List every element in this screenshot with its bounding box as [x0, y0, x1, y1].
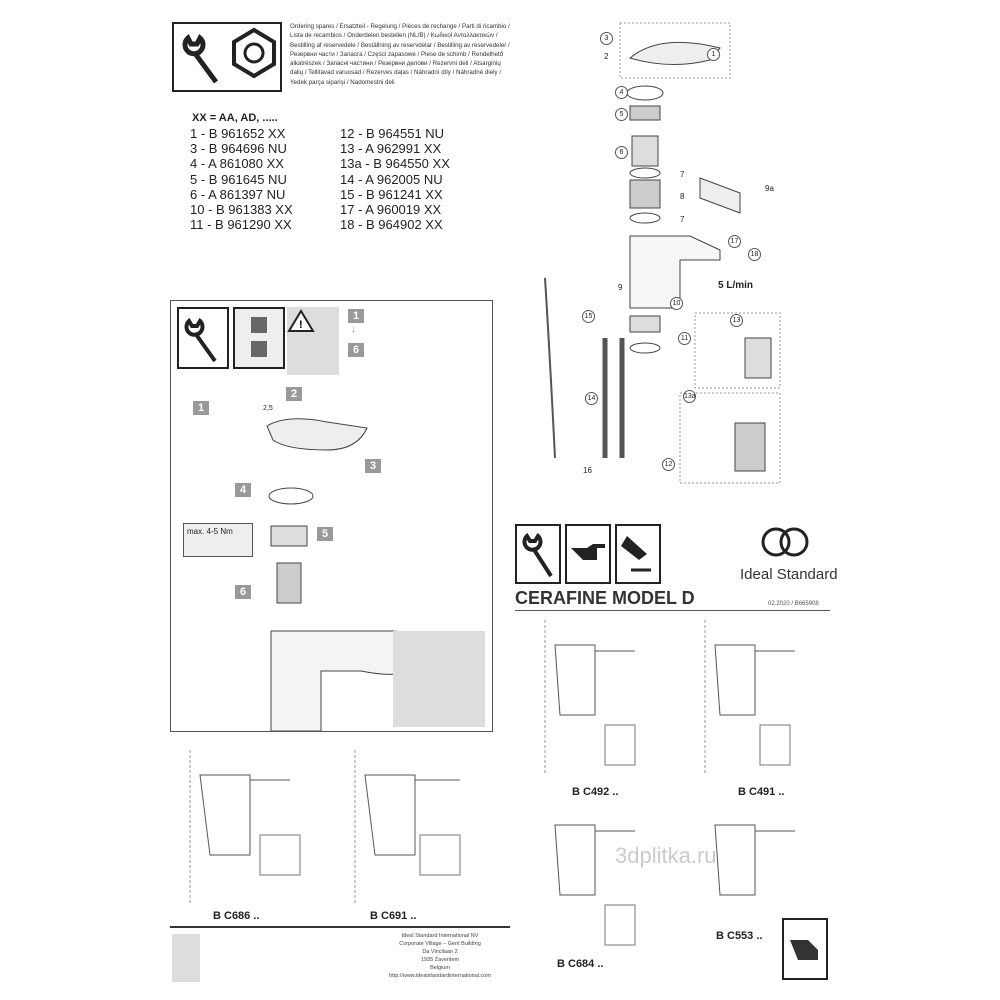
parts-list-right: 12 - B 964551 NU 13 - A 962991 XX 13a - … — [340, 126, 450, 232]
cartridge-icon-box — [233, 307, 285, 369]
step-2: 2 — [286, 387, 302, 401]
wrench-icon — [184, 317, 217, 363]
callout-15: 15 — [582, 310, 595, 323]
callout-13: 13 — [730, 314, 743, 327]
brand-name: Ideal Standard — [740, 566, 838, 583]
callout-8: 8 — [680, 192, 685, 201]
address-line: 1935 Zaventem — [420, 957, 460, 963]
parts-list-left: 1 - B 961652 XX 3 - B 964696 NU 4 - A 86… — [190, 126, 293, 232]
callout-17: 17 — [728, 235, 741, 248]
watermark: 3dplitka.ru — [615, 843, 717, 868]
model-label-c686: B C686 .. — [213, 910, 260, 922]
part-item: 10 - B 961383 XX — [190, 202, 293, 218]
cartridge-icon — [251, 317, 267, 357]
address-block: Ideal Standard International NV Corporat… — [370, 932, 510, 980]
callout-7b: 7 — [680, 215, 685, 224]
wrench-icon — [522, 532, 553, 578]
wrench-icon-box — [177, 307, 229, 369]
part-item: 14 - A 962005 NU — [340, 171, 443, 187]
callout-18: 18 — [748, 248, 761, 261]
recycle-logo — [172, 934, 200, 982]
model-label-c691: B C691 .. — [370, 910, 417, 922]
address-line: Da Vincilaan 2 — [422, 949, 458, 955]
document-code: 02.2020 / B665908 — [768, 601, 819, 607]
part-item: 4 - A 861080 XX — [190, 156, 284, 172]
callout-2: 2 — [604, 52, 609, 61]
no-cleaning-icon-box — [782, 918, 828, 980]
svg-text:!: ! — [299, 319, 303, 331]
part-item: 12 - B 964551 NU — [340, 126, 445, 141]
callout-12: 12 — [662, 458, 675, 471]
callout-9a: 9a — [765, 184, 774, 193]
callout-11: 11 — [678, 332, 691, 345]
part-item: 13a - B 964550 XX — [340, 156, 450, 172]
product-title: CERAFINE MODEL D — [515, 588, 695, 608]
torque-warning: max. 4-5 Nm — [183, 523, 253, 557]
sequence-end: 6 — [348, 343, 364, 357]
dimension-drawings-left — [189, 750, 461, 905]
part-item: 13 - A 962991 XX — [340, 141, 442, 157]
hand-pointing-icon — [571, 544, 605, 560]
part-item: 18 - B 964902 XX — [340, 217, 443, 233]
wrench-icon — [182, 33, 219, 84]
wrench-icon-box — [515, 524, 561, 584]
callout-14: 14 — [585, 392, 598, 405]
model-label-c684: B C684 .. — [557, 958, 604, 970]
disassembly-panel: ! 1 ↓ 6 1 2 2,5 3 4 max. 4-5 Nm 5 6 — [170, 300, 493, 732]
callout-4: 4 — [615, 86, 628, 99]
torque-label: max. 4-5 Nm — [187, 527, 233, 536]
callout-6: 6 — [615, 146, 628, 159]
part-item: 11 - B 961290 XX — [190, 217, 292, 233]
nut-icon — [232, 27, 276, 79]
model-label-c553: B C553 .. — [716, 930, 763, 942]
part-item: 5 - B 961645 NU — [190, 171, 287, 187]
arrow-down-icon: ↓ — [351, 324, 356, 335]
address-line: Corporate Village – Gent Building — [399, 941, 481, 947]
callout-16: 16 — [583, 466, 592, 475]
part-item: 17 - A 960019 XX — [340, 202, 442, 218]
address-line: Ideal Standard International NV — [401, 933, 479, 939]
part-item: 3 - B 964696 NU — [190, 141, 287, 157]
faucet-disassembly-drawing — [266, 418, 485, 731]
callout-10: 10 — [670, 297, 683, 310]
divider — [515, 610, 830, 611]
cleaning-icon-box — [615, 524, 661, 584]
part-item: 15 - B 961241 XX — [340, 186, 443, 202]
model-label-c492: B C492 .. — [572, 786, 619, 798]
hand-point-icon-box — [565, 524, 611, 584]
parts-note: XX = AA, AD, ..... — [192, 112, 278, 124]
step-4: 4 — [235, 483, 251, 497]
callout-3: 3 — [600, 32, 613, 45]
callout-7a: 7 — [680, 170, 685, 179]
footer: Ideal Standard International NV Corporat… — [170, 926, 510, 986]
tools-icon-box — [172, 22, 282, 92]
callout-5: 5 — [615, 108, 628, 121]
step-5: 5 — [317, 527, 333, 541]
dimension-label: 2,5 — [263, 405, 273, 412]
sequence-start: 1 — [348, 309, 364, 323]
hand-cleaning-icon — [790, 940, 818, 960]
step-1: 1 — [193, 401, 209, 415]
website-link[interactable]: http://www.idealstandardinternational.co… — [389, 973, 491, 979]
part-item: 6 - A 861397 NU — [190, 186, 286, 202]
flow-rate-label: 5 L/min — [718, 280, 754, 291]
step-6: 6 — [235, 585, 251, 599]
cleaning-icon — [621, 536, 651, 572]
warning-icon: ! — [287, 309, 315, 332]
part-item: 1 - B 961652 XX — [190, 126, 286, 141]
callout-9: 9 — [618, 283, 623, 292]
warning-valves-image: ! — [287, 307, 339, 375]
callout-13a: 13a — [683, 390, 696, 403]
address-line: Belgium — [430, 965, 450, 971]
ideal-standard-logo — [761, 527, 809, 557]
model-label-c491: B C491 .. — [738, 786, 785, 798]
exploded-view-drawing — [544, 22, 781, 484]
spares-header-text: Ordering spares / Ersatzteil - Regelung … — [290, 23, 510, 86]
callout-1: 1 — [707, 48, 720, 61]
step-3: 3 — [365, 459, 381, 473]
dimension-drawings-right — [544, 620, 795, 946]
